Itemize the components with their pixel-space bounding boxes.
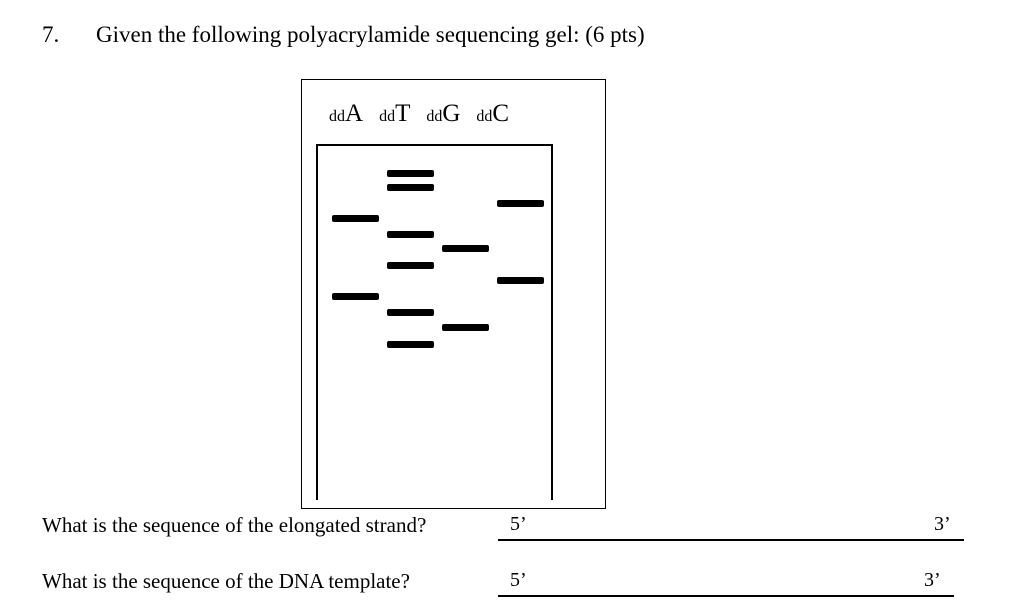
template-end-label: 3’ (924, 569, 941, 591)
elongated-start-label: 5’ (510, 513, 527, 535)
question-text: Given the following polyacrylamide seque… (96, 22, 645, 47)
gel-band-t (387, 184, 434, 191)
question-number: 7. (42, 22, 60, 47)
gel-right-edge (551, 144, 553, 500)
gel-band-c (497, 200, 544, 207)
gel-band-a (332, 293, 379, 300)
gel-band-t (387, 309, 434, 316)
gel-band-t (387, 231, 434, 238)
gel-band-t (387, 341, 434, 348)
template-start-label: 5’ (510, 569, 527, 591)
gel-band-c (497, 277, 544, 284)
gel-band-t (387, 170, 434, 177)
template-blank[interactable] (498, 595, 954, 597)
lane-label-g: ddG (426, 100, 461, 127)
gel-top-edge (316, 144, 552, 146)
gel-band-g (442, 324, 489, 331)
elongated-strand-prompt: What is the sequence of the elongated st… (42, 513, 427, 537)
lane-label-t: ddT (379, 100, 411, 127)
elongated-strand-blank[interactable] (498, 539, 964, 541)
gel-band-a (332, 215, 379, 222)
template-prompt: What is the sequence of the DNA template… (42, 569, 410, 593)
gel-band-g (442, 245, 489, 252)
lane-label-c: ddC (476, 100, 510, 127)
gel-figure-frame (301, 79, 606, 509)
elongated-end-label: 3’ (934, 513, 951, 535)
lane-labels: ddA ddT ddG ddC (329, 100, 521, 128)
gel-left-edge (316, 145, 318, 500)
lane-label-a: ddA (329, 100, 364, 127)
gel-band-t (387, 262, 434, 269)
